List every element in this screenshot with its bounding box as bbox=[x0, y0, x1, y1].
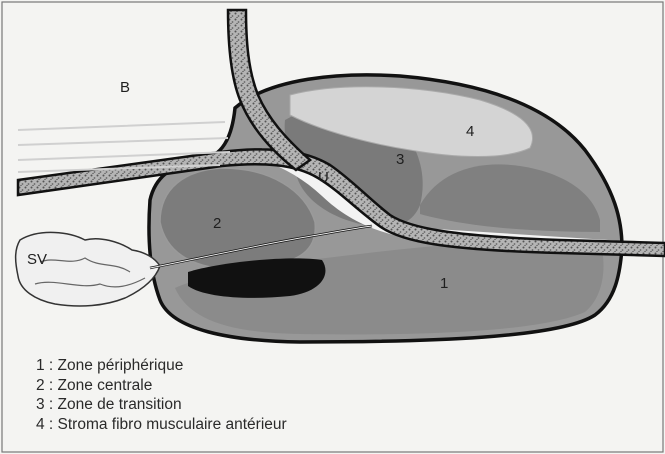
label-urethra: U bbox=[318, 169, 329, 186]
legend: 1 : Zone périphérique 2 : Zone centrale … bbox=[36, 356, 287, 434]
label-zone-2: 2 bbox=[213, 215, 221, 232]
label-zone-3: 3 bbox=[396, 151, 404, 168]
seminal-vesicle bbox=[16, 232, 160, 306]
label-seminal-vesicle: SV bbox=[27, 251, 47, 268]
legend-item-transition: 3 : Zone de transition bbox=[36, 395, 287, 415]
legend-item-stroma: 4 : Stroma fibro musculaire antérieur bbox=[36, 415, 287, 435]
label-zone-4: 4 bbox=[466, 123, 474, 140]
legend-item-peripheral: 1 : Zone périphérique bbox=[36, 356, 287, 376]
label-bladder: B bbox=[120, 79, 130, 96]
label-zone-1: 1 bbox=[440, 275, 448, 292]
legend-item-central: 2 : Zone centrale bbox=[36, 376, 287, 396]
